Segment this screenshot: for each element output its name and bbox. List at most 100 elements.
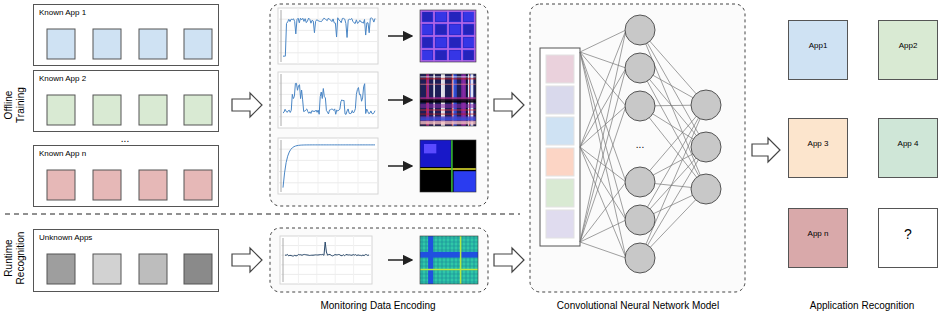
network-link: [580, 52, 626, 258]
flow-arrow: [494, 248, 524, 272]
grid-line: [298, 72, 299, 128]
flow-arrow: [232, 248, 262, 272]
cnn-panel: [530, 4, 745, 292]
app-result-box: App 3: [788, 118, 848, 178]
image-line: [474, 10, 476, 62]
grid-line: [280, 264, 372, 265]
encode-arrow: [388, 99, 412, 101]
neuron: [625, 15, 655, 45]
image-frame: [420, 140, 476, 192]
node-text: Known App 1: [39, 8, 86, 17]
network-link: [580, 52, 626, 182]
image-cell: [420, 236, 478, 284]
sample-square: [184, 170, 212, 200]
encode-arrow: [388, 35, 412, 37]
network-link: [580, 30, 626, 147]
network-link: [580, 182, 626, 242]
grid-line: [278, 171, 378, 172]
image-cell: [464, 38, 474, 47]
chart-line: [283, 145, 375, 188]
network-link: [580, 30, 626, 242]
feature-cell: [546, 86, 574, 114]
encoding-panel: [270, 4, 488, 206]
neuron: [625, 167, 655, 197]
sample-square: [93, 29, 121, 59]
chart-frame: [280, 236, 372, 284]
image-cell: [464, 51, 474, 60]
chart-line: [283, 83, 375, 114]
encoded-image: [420, 236, 478, 284]
image-cell: [420, 140, 476, 192]
encoded-image: [420, 140, 476, 192]
grid-line: [280, 274, 372, 275]
image-cell: [464, 12, 474, 21]
feature-vector: [540, 48, 580, 246]
neuron: [691, 174, 721, 204]
image-line: [438, 236, 439, 284]
network-link: [580, 52, 626, 106]
chart-axis: [283, 238, 284, 282]
image-line: [446, 236, 447, 284]
image-cell: [422, 38, 432, 47]
grid-line: [318, 8, 319, 64]
grid-line: [278, 149, 378, 150]
image-line: [422, 236, 423, 284]
image-cell: [420, 78, 476, 80]
node-text: Known App 2: [39, 74, 86, 83]
app-result-box: App 4: [878, 118, 938, 178]
sample-square: [47, 254, 75, 284]
image-line: [450, 236, 451, 284]
ellipsis: ...: [636, 139, 644, 151]
stage-caption: Application Recognition: [810, 300, 915, 312]
grid-line: [278, 83, 378, 84]
app-group-box: Known App 1: [33, 4, 219, 66]
image-line: [426, 236, 427, 284]
grid-line: [338, 72, 339, 128]
node-text: Known App n: [39, 149, 86, 158]
neuron: [625, 53, 655, 83]
line-chart: [280, 236, 372, 284]
image-line: [442, 236, 443, 284]
image-cell: [450, 38, 460, 47]
grid-line: [278, 41, 378, 42]
chart-axis: [281, 74, 282, 126]
sample-square: [93, 254, 121, 284]
image-cell: [420, 74, 476, 126]
sample-square: [184, 254, 212, 284]
image-cell: [420, 117, 476, 121]
section-label: Offline Training: [3, 75, 26, 135]
grid-line: [335, 236, 336, 284]
flow-arrow: [494, 93, 524, 117]
neuron: [691, 90, 721, 120]
chart-frame: [278, 72, 378, 128]
image-cell: [436, 51, 446, 60]
image-cell: [464, 25, 474, 34]
image-cell: [450, 25, 460, 34]
image-line: [420, 48, 476, 50]
feature-cell: [546, 210, 574, 238]
feature-cell: [546, 117, 574, 145]
grid-line: [298, 8, 299, 64]
stage-caption: Convolutional Neural Network Model: [557, 300, 719, 312]
grid-line: [358, 72, 359, 128]
image-cell: [420, 140, 451, 167]
node-text: Unknown Apps: [39, 233, 92, 242]
network-link: [580, 220, 626, 242]
chart-line: [283, 18, 375, 56]
app-result-box: App n: [788, 208, 848, 268]
image-cell: [420, 104, 476, 108]
grid-line: [358, 138, 359, 194]
encoded-image: [420, 74, 476, 126]
network-link: [640, 147, 706, 258]
sample-square: [139, 95, 167, 125]
grid-line: [316, 236, 317, 284]
image-line: [460, 236, 462, 284]
node-text: ?: [904, 226, 912, 242]
app-group-box: Known App 2: [33, 70, 219, 132]
encoded-image: [420, 10, 476, 62]
sample-square: [184, 95, 212, 125]
grid-line: [278, 52, 378, 53]
neuron: [691, 132, 721, 162]
image-cell: [436, 12, 446, 21]
